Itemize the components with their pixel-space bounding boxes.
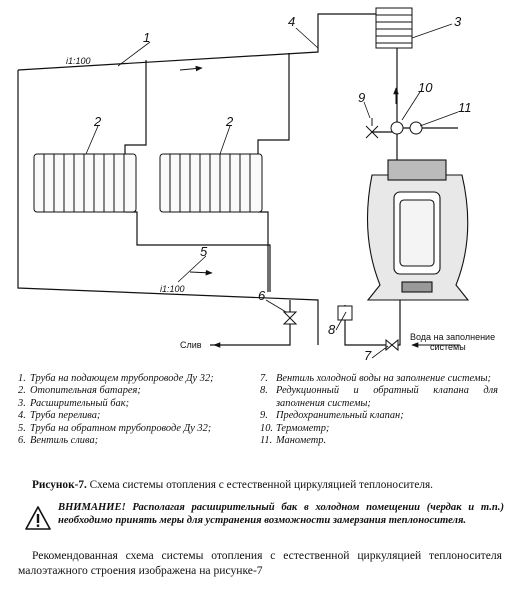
left-riser	[17, 70, 319, 345]
warning-prefix: ВНИМАНИЕ!	[58, 502, 126, 513]
supply-label-line1: Вода на заполнение	[410, 332, 495, 342]
fill-valve	[385, 338, 399, 352]
radiator-2-return	[258, 211, 269, 292]
radiator-1	[33, 153, 137, 213]
manometer-icon	[409, 121, 423, 135]
radiator-2	[159, 153, 263, 213]
boiler	[366, 159, 470, 301]
thermometer-icon	[390, 121, 404, 135]
callout-5: 5	[200, 244, 208, 259]
caption-label: Рисунок-7.	[32, 479, 87, 491]
callout-11: 11	[458, 100, 472, 115]
callout-8: 8	[328, 322, 336, 337]
legend-item: 3.Расширительный бак;	[18, 397, 130, 409]
legend-left-column: 1.Труба на подающем трубопроводе Ду 32; …	[18, 373, 258, 447]
expansion-tank	[375, 7, 413, 49]
legend-item: 10.Термометр;	[260, 422, 330, 434]
callout-2b: 2	[225, 114, 234, 129]
radiator-1-return	[125, 211, 271, 292]
callout-10: 10	[418, 80, 433, 95]
radiator-1-supply	[124, 60, 147, 154]
legend-item: 4.Труба перелива;	[18, 410, 101, 422]
callout-3: 3	[454, 14, 462, 29]
callout-4: 4	[288, 14, 295, 29]
drain-valve	[282, 311, 298, 325]
warning-triangle-icon	[25, 506, 51, 530]
drain-label: Слив	[180, 340, 202, 350]
warning-text: ВНИМАНИЕ! Располагая расширительный бак …	[58, 501, 504, 527]
body-paragraph: Рекомендованная схема системы отопления …	[18, 549, 502, 577]
legend-item: 2.Отопительная батарея;	[18, 385, 141, 397]
legend-right-column: 7.Вентиль холодной воды на заполнение си…	[260, 373, 498, 447]
legend-item: 8.Редукционный и обратный клапана для за…	[260, 385, 498, 409]
callout-6: 6	[258, 288, 266, 303]
callout-1: 1	[143, 30, 150, 45]
legend-item: 11.Манометр.	[260, 435, 327, 447]
legend-item: 9.Предохранительный клапан;	[260, 410, 404, 422]
callout-7: 7	[364, 348, 372, 363]
legend-item: 6.Вентиль слива;	[18, 435, 99, 447]
slope-lower-label: i1:100	[160, 284, 185, 294]
radiator-2-supply	[257, 53, 290, 154]
callout-9: 9	[358, 90, 365, 105]
slope-upper-label: i1:100	[66, 56, 91, 66]
warning-body: Располагая расширительный бак в холодном…	[58, 502, 504, 527]
legend-item: 5.Труба на обратном трубопроводе Ду 32;	[18, 422, 212, 434]
legend-item: 1.Труба на подающем трубопроводе Ду 32;	[18, 373, 214, 384]
legend-item: 7.Вентиль холодной воды на заполнение си…	[260, 373, 491, 384]
safety-valve	[365, 118, 379, 139]
supply-pipe	[17, 13, 382, 71]
supply-label-line2: системы	[430, 342, 466, 352]
callout-2a: 2	[93, 114, 102, 129]
warning-box: ВНИМАНИЕ! Располагая расширительный бак …	[18, 499, 504, 545]
figure-caption: Рисунок-7. Схема системы отопления с ест…	[32, 479, 504, 491]
heating-system-diagram: 1 2 2 3 4 5 6 7 8 9 10 11 i1:100 i1:100 …	[17, 7, 495, 363]
caption-text: Схема системы отопления с естественной ц…	[86, 479, 433, 491]
